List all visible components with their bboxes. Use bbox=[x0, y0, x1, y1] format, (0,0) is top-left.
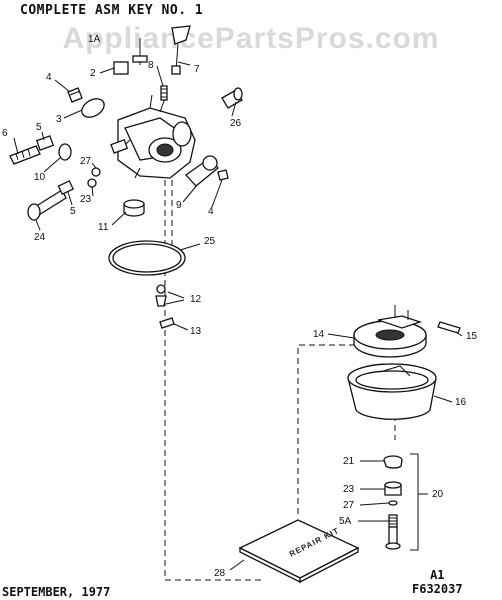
callout-9: 9 bbox=[176, 200, 182, 211]
callout-5-top: 5 bbox=[36, 122, 42, 133]
part-13-pin bbox=[159, 317, 175, 329]
callout-26: 26 bbox=[230, 118, 242, 129]
callout-5-lower: 5 bbox=[70, 206, 76, 217]
part-6-needle-screw bbox=[9, 145, 41, 165]
footer-code-line2: F632037 bbox=[412, 582, 463, 596]
dashed-assembly-lines bbox=[164, 150, 396, 581]
callout-4-right: 4 bbox=[208, 206, 214, 217]
callout-15: 15 bbox=[466, 331, 478, 342]
callout-7: 7 bbox=[194, 64, 200, 75]
footer-date: SEPTEMBER, 1977 bbox=[2, 585, 111, 599]
callout-23-lower: 23 bbox=[343, 484, 355, 495]
part-12-needle-seat bbox=[155, 284, 167, 307]
footer-code-line1: A1 bbox=[430, 568, 445, 582]
part-14-float bbox=[353, 305, 427, 358]
top-linkage-parts bbox=[113, 25, 191, 101]
part-26-fitting bbox=[221, 87, 243, 109]
part-16-bowl bbox=[347, 363, 437, 420]
callout-16: 16 bbox=[455, 397, 467, 408]
callout-23-top: 23 bbox=[80, 194, 92, 205]
part-11-plug bbox=[123, 199, 145, 217]
callout-13: 13 bbox=[190, 326, 202, 337]
callout-24: 24 bbox=[34, 232, 46, 243]
bowl-nut-stack bbox=[384, 481, 402, 550]
callout-2: 2 bbox=[90, 68, 96, 79]
part-21-seal bbox=[383, 455, 403, 469]
watermark: AppliancePartsPros.com bbox=[62, 22, 440, 55]
part-3-disc bbox=[81, 98, 105, 118]
callout-8: 8 bbox=[148, 60, 154, 71]
callout-6: 6 bbox=[2, 128, 8, 139]
carburetor-body bbox=[110, 94, 196, 179]
callout-28: 28 bbox=[214, 568, 226, 579]
part-15-pin bbox=[437, 321, 461, 334]
part-9-lever bbox=[185, 155, 219, 187]
callout-5a: 5A bbox=[339, 516, 352, 527]
callout-3: 3 bbox=[56, 114, 62, 125]
part-4-screw-lower bbox=[217, 169, 229, 181]
callout-12: 12 bbox=[190, 294, 202, 305]
footer-code: A1 F632037 bbox=[412, 568, 463, 596]
page-title: COMPLETE ASM KEY NO. 1 bbox=[20, 3, 204, 18]
callout-11: 11 bbox=[98, 222, 109, 233]
callout-labels: 1A 2 8 7 4 26 3 5 6 10 27 23 9 4 5 24 11… bbox=[2, 34, 478, 579]
part-27-ring bbox=[91, 167, 101, 177]
part-4-screw bbox=[67, 87, 83, 103]
part-5-spring-lower bbox=[57, 180, 74, 196]
part-23-ring bbox=[87, 178, 97, 188]
callout-10: 10 bbox=[34, 172, 46, 183]
callout-27-lower: 27 bbox=[343, 500, 355, 511]
callout-21: 21 bbox=[343, 456, 355, 467]
part-28-repair-kit: REPAIR KIT bbox=[238, 519, 360, 584]
part-5-spring bbox=[35, 135, 55, 151]
part-24-needle bbox=[27, 189, 67, 221]
callout-1a: 1A bbox=[88, 34, 101, 45]
part-25-gasket bbox=[108, 240, 186, 276]
bracket-20 bbox=[410, 453, 428, 551]
leader-lines bbox=[13, 61, 463, 571]
callout-25: 25 bbox=[204, 236, 216, 247]
part-10-washer bbox=[58, 143, 72, 161]
callout-27-top: 27 bbox=[80, 156, 92, 167]
callout-20: 20 bbox=[432, 489, 444, 500]
callout-4-top: 4 bbox=[46, 72, 52, 83]
callout-14: 14 bbox=[313, 329, 325, 340]
